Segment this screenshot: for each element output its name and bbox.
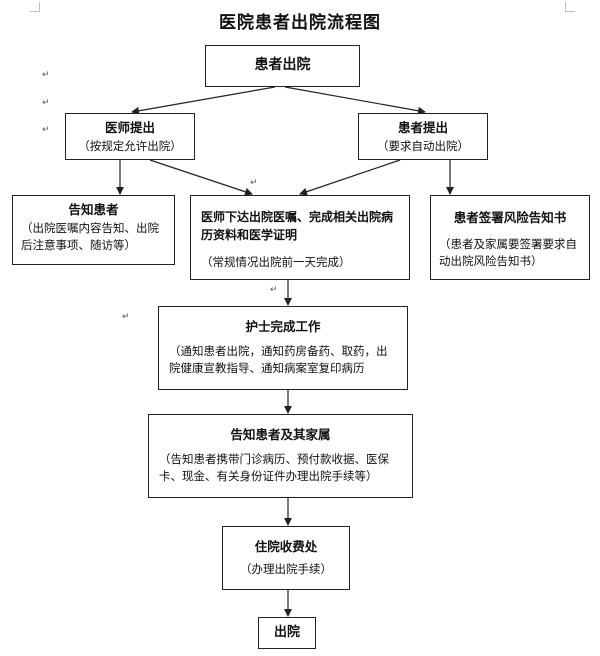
return-mark: ↵: [122, 312, 130, 322]
node-risk: 患者签署风险告知书 （患者及家属要签署要求自动出院风险告知书）: [430, 195, 590, 280]
node-heading: 患者提出: [397, 120, 448, 135]
node-nurse: 护士完成工作 （通知患者出院，通知药房备药、取药，出院健康宣教指导、通知病案室复…: [158, 306, 408, 390]
node-end: 出院: [258, 617, 316, 649]
node-heading: 患者出院: [254, 57, 311, 73]
arrow-start-to-patient: [284, 86, 426, 115]
page-title: 医院患者出院流程图: [219, 13, 381, 33]
node-heading: 护士完成工作: [245, 319, 321, 334]
node-heading: 告知患者: [68, 202, 119, 217]
node-patient: 患者提出 （要求自动出院）: [358, 113, 488, 160]
arrow-patient-to-orders: [299, 159, 401, 196]
node-heading: 医师下达出院医嘱、完成相关出院病历资料和医学证明: [201, 210, 394, 242]
node-cashier: 住院收费处 （办理出院手续）: [222, 526, 350, 590]
node-inform-patient: 告知患者 （出院医嘱内容告知、出院后注意事项、随访等）: [12, 195, 175, 265]
node-heading: 告知患者及其家属: [230, 427, 331, 442]
node-heading: 医师提出: [104, 120, 155, 135]
node-note: （办理出院手续）: [240, 562, 332, 576]
return-mark: ↵: [270, 285, 278, 295]
node-start: 患者出院: [205, 45, 360, 87]
node-heading: 患者签署风险告知书: [453, 210, 567, 225]
node-heading: 住院收费处: [254, 539, 318, 554]
arrow-doctor-to-orders: [149, 159, 253, 196]
return-mark: ↵: [42, 125, 50, 135]
return-mark: ↵: [42, 98, 50, 108]
node-note: （常规情况出院前一天完成）: [201, 255, 351, 269]
node-note: （患者及家属要签署要求自动出院风险告知书）: [439, 237, 577, 268]
node-note: （按规定允许出院）: [78, 139, 182, 153]
arrow-start-to-doctor: [131, 86, 276, 115]
return-mark: ↵: [250, 178, 258, 188]
node-note: （出院医嘱内容告知、出院后注意事项、随访等）: [21, 221, 159, 252]
corner-mark-top-right: [565, 2, 575, 12]
node-heading: 出院: [273, 625, 300, 640]
node-note: （告知患者携带门诊病历、预付款收据、医保卡、现金、有关身份证件办理出院手续等）: [159, 452, 389, 483]
node-note: （要求自动出院）: [377, 139, 469, 153]
node-doctor: 医师提出 （按规定允许出院）: [65, 113, 195, 160]
corner-mark-top-left: [30, 2, 40, 12]
node-note: （通知患者出院，通知药房备药、取药，出院健康宣教指导、通知病案室复印病历: [169, 344, 388, 375]
node-orders: 医师下达出院医嘱、完成相关出院病历资料和医学证明 （常规情况出院前一天完成）: [190, 195, 410, 280]
return-mark: ↵: [42, 70, 50, 80]
node-family: 告知患者及其家属 （告知患者携带门诊病历、预付款收据、医保卡、现金、有关身份证件…: [148, 414, 413, 498]
